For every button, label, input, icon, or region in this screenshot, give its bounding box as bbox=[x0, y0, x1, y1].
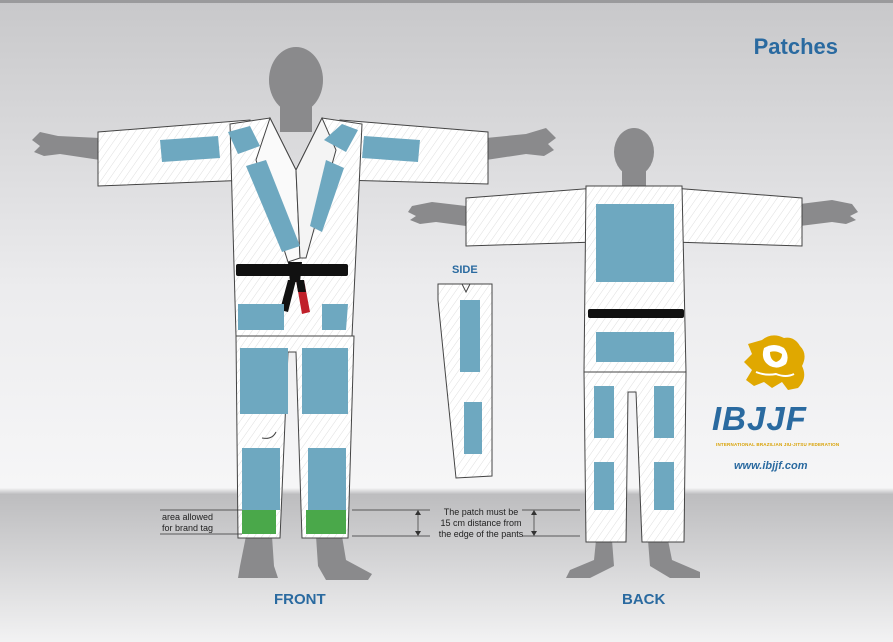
patch-back-thigh-right bbox=[654, 386, 674, 438]
back-right-sleeve bbox=[671, 187, 803, 247]
back-right-foot bbox=[648, 540, 700, 578]
back-neck bbox=[622, 168, 646, 190]
distance-note-line1: The patch must be bbox=[443, 507, 519, 517]
back-left-hand bbox=[408, 202, 466, 226]
side-pants bbox=[437, 283, 493, 479]
brand-tag-note-line2: for brand tag bbox=[162, 523, 214, 533]
back-label: BACK bbox=[622, 591, 666, 608]
front-left-hand bbox=[32, 132, 100, 160]
back-left-sleeve bbox=[465, 187, 597, 247]
front-belt-knot bbox=[288, 262, 302, 282]
patch-back-thigh-left bbox=[594, 386, 614, 438]
back-left-foot bbox=[566, 540, 614, 578]
patch-front-thigh-right bbox=[302, 348, 348, 414]
patch-front-thigh-left bbox=[240, 348, 288, 414]
back-figure bbox=[408, 128, 858, 578]
front-neck bbox=[280, 104, 312, 132]
patch-front-skirt-right bbox=[322, 304, 348, 330]
patch-front-shin-right bbox=[308, 448, 346, 510]
patch-back-lower bbox=[596, 332, 674, 362]
patch-side-thigh bbox=[460, 300, 480, 372]
back-head bbox=[614, 128, 654, 176]
patch-side-shin bbox=[464, 402, 482, 454]
distance-note: The patch must be 15 cm distance from th… bbox=[426, 507, 536, 540]
front-left-foot bbox=[238, 536, 278, 578]
brand-tag-note-line1: area allowed bbox=[162, 512, 214, 522]
front-right-hand bbox=[486, 128, 556, 160]
patch-front-shin-left bbox=[242, 448, 280, 510]
side-label: SIDE bbox=[452, 264, 478, 276]
measurement-guides bbox=[160, 509, 580, 537]
logo-wordmark: IBJJF bbox=[712, 400, 807, 437]
patch-front-skirt-left bbox=[238, 304, 284, 330]
patch-back-shin-left bbox=[594, 462, 614, 510]
patch-front-shoulder-right bbox=[324, 124, 358, 152]
logo-federation: INTERNATIONAL BRAZILIAN JIU-JITSU FEDERA… bbox=[716, 442, 840, 447]
brand-tag-area-right bbox=[306, 510, 346, 534]
patch-front-shoulder-left bbox=[228, 126, 260, 154]
patch-back-shin-right bbox=[654, 462, 674, 510]
front-head bbox=[269, 47, 323, 113]
knee-crease bbox=[261, 431, 277, 439]
patch-back-upper bbox=[596, 204, 674, 282]
patch-front-sleeve-right bbox=[362, 136, 420, 162]
patch-front-lapel-left bbox=[246, 160, 300, 252]
distance-note-line3: the edge of the pants bbox=[438, 529, 524, 539]
page-title: Patches bbox=[753, 34, 838, 59]
back-belt bbox=[588, 309, 684, 318]
website-url: www.ibjjf.com bbox=[734, 460, 808, 472]
front-right-foot bbox=[316, 536, 372, 580]
front-label: FRONT bbox=[274, 591, 326, 608]
patch-front-lapel-right bbox=[310, 160, 344, 232]
back-right-hand bbox=[800, 200, 858, 226]
distance-note-line2: 15 cm distance from bbox=[440, 518, 522, 528]
top-border bbox=[0, 0, 893, 3]
front-belt-end-right-tip bbox=[296, 280, 306, 292]
brand-tag-area-left bbox=[242, 510, 276, 534]
front-figure bbox=[32, 47, 556, 580]
patch-front-sleeve-left bbox=[160, 136, 220, 162]
brand-tag-note: area allowed for brand tag bbox=[162, 512, 213, 534]
lion-icon bbox=[744, 335, 805, 390]
